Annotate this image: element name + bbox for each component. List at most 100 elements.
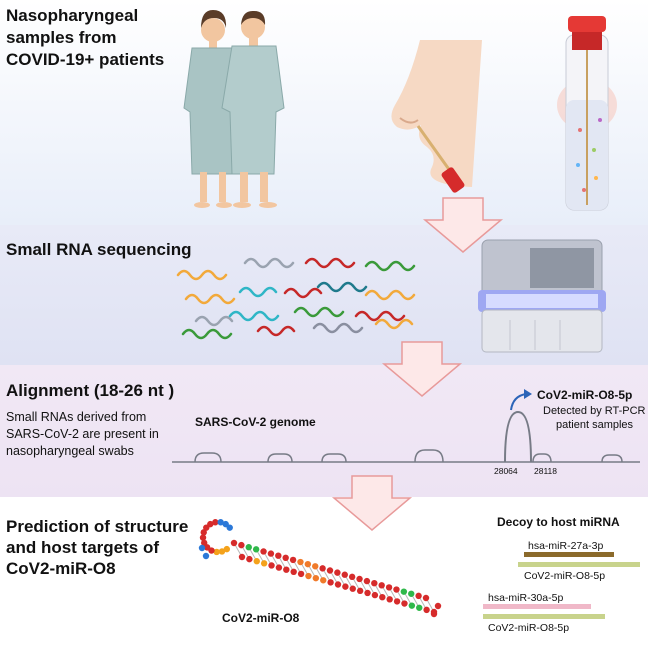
nucleotide-dot <box>393 598 401 605</box>
pointer-arrow-icon <box>510 393 527 411</box>
nucleotide-dot <box>312 574 320 582</box>
nucleotide-dot <box>364 589 371 597</box>
nucleotide-dot <box>312 563 319 570</box>
nucleotide-dot <box>320 577 327 584</box>
down-arrow-3-icon <box>331 475 413 531</box>
nucleotide-dot <box>371 591 379 599</box>
nucleotide-dot <box>252 546 260 553</box>
nucleotide-dot <box>422 594 430 602</box>
host-bar-2 <box>483 604 591 609</box>
nucleotide-dot <box>371 579 378 587</box>
nucleotide-dot <box>223 545 231 553</box>
nucleotide-dot <box>304 560 312 568</box>
alignment-desc-line1: Small RNAs derived from <box>6 410 147 424</box>
prediction-title-line1: Prediction of structure <box>6 517 189 536</box>
nucleotide-dot <box>423 606 430 614</box>
nucleotide-dot <box>283 566 290 573</box>
nucleotide-dot <box>238 553 246 561</box>
nucleotide-dot <box>393 586 400 593</box>
nucleotide-dot <box>334 581 342 588</box>
host-bar-1 <box>524 552 614 557</box>
nucleotide-dot <box>202 552 210 560</box>
genome-track <box>172 410 640 463</box>
nucleotide-dot <box>199 534 207 541</box>
nucleotide-dot <box>238 541 245 549</box>
nucleotide-dot <box>356 575 363 583</box>
panel-prediction <box>0 497 648 648</box>
sample-tube-icon <box>557 16 617 211</box>
host-label-2: hsa-miR-30a-5p <box>488 592 564 604</box>
nucleotide-dot <box>246 555 253 563</box>
nucleotide-dot <box>349 585 356 592</box>
nucleotide-dot <box>253 558 260 565</box>
viral-bar-2 <box>483 614 605 619</box>
nucleotide-dot <box>290 568 297 576</box>
decoy-title: Decoy to host miRNA <box>497 515 620 529</box>
genome-label: SARS-CoV-2 genome <box>195 415 316 429</box>
nucleotide-dot <box>434 602 442 610</box>
nucleotide-dot <box>400 588 408 595</box>
nucleotide-dot <box>378 582 385 589</box>
nucleotide-dot <box>408 590 415 597</box>
viral-label-2: CoV2-miR-O8-5p <box>488 622 570 634</box>
nucleotide-dot <box>385 584 393 591</box>
prediction-title-line2: and host targets of <box>6 538 160 557</box>
alignment-desc-line2: SARS-CoV-2 are present in <box>6 427 159 441</box>
hairpin-structure-icon <box>198 519 442 618</box>
nucleotide-dot <box>386 596 393 603</box>
nucleotide-dot <box>200 529 207 536</box>
nucleotide-dot <box>326 567 334 574</box>
nucleotide-dot <box>230 539 238 547</box>
nucleotide-dot <box>217 519 224 526</box>
detected-line1: Detected by RT-PCR in <box>543 405 648 417</box>
nucleotide-dot <box>430 610 438 618</box>
mirna-label: CoV2-miR-O8-5p <box>537 388 633 402</box>
nucleotide-dot <box>226 524 233 531</box>
nucleotide-dot <box>416 604 423 611</box>
sequencer-machine-icon <box>478 239 606 353</box>
nucleotide-dot <box>218 548 226 555</box>
prediction-title-line3: CoV2-miR-O8 <box>6 559 116 578</box>
nucleotide-dot <box>379 593 386 601</box>
tick-label-left: 28064 <box>494 466 518 476</box>
nucleotide-dot <box>275 552 282 559</box>
panel-samples <box>0 0 648 225</box>
nucleotide-dot <box>334 569 341 576</box>
nucleotide-dot <box>213 548 220 556</box>
nucleotide-dot <box>260 548 267 555</box>
sequencing-title: Small RNA sequencing <box>6 240 192 259</box>
alignment-title: Alignment (18-26 nt ) <box>6 381 175 400</box>
nucleotide-dot <box>341 571 348 578</box>
samples-title-line1: Nasopharyngeal <box>6 6 139 25</box>
viral-bar-1 <box>518 562 640 567</box>
nose-profile-icon <box>391 40 482 187</box>
nucleotide-dot <box>305 572 312 580</box>
alignment-desc-line3: nasopharyngeal swabs <box>6 444 134 458</box>
tick-label-right: 28118 <box>534 466 558 476</box>
nucleotide-dot <box>260 560 268 567</box>
nucleotide-dot <box>212 519 219 526</box>
samples-title-line3: COVID-19+ patients <box>6 50 165 69</box>
nucleotide-dot <box>327 579 334 586</box>
nucleotide-dot <box>408 602 416 609</box>
nucleotide-dot <box>289 556 297 564</box>
viral-label-1: CoV2-miR-O8-5p <box>524 570 606 582</box>
nucleotide-dot <box>245 544 252 551</box>
nucleotide-dot <box>297 570 305 578</box>
down-arrow-1-icon <box>422 197 504 253</box>
nucleotide-dot <box>268 562 275 569</box>
samples-title-line2: samples from <box>6 28 117 47</box>
nucleotide-dot <box>198 544 206 552</box>
nucleotide-dot <box>356 587 364 595</box>
nucleotide-dot <box>275 564 283 571</box>
host-label-1: hsa-miR-27a-3p <box>528 540 604 552</box>
nucleotide-dot <box>319 565 326 572</box>
nucleotide-dot <box>363 577 371 585</box>
nucleotide-dot <box>297 558 304 566</box>
down-arrow-2-icon <box>381 341 463 397</box>
nucleotide-dot <box>401 600 408 607</box>
patient-female-icon <box>183 10 241 208</box>
structure-label: CoV2-miR-O8 <box>222 611 300 625</box>
nucleotide-dot <box>282 554 289 562</box>
